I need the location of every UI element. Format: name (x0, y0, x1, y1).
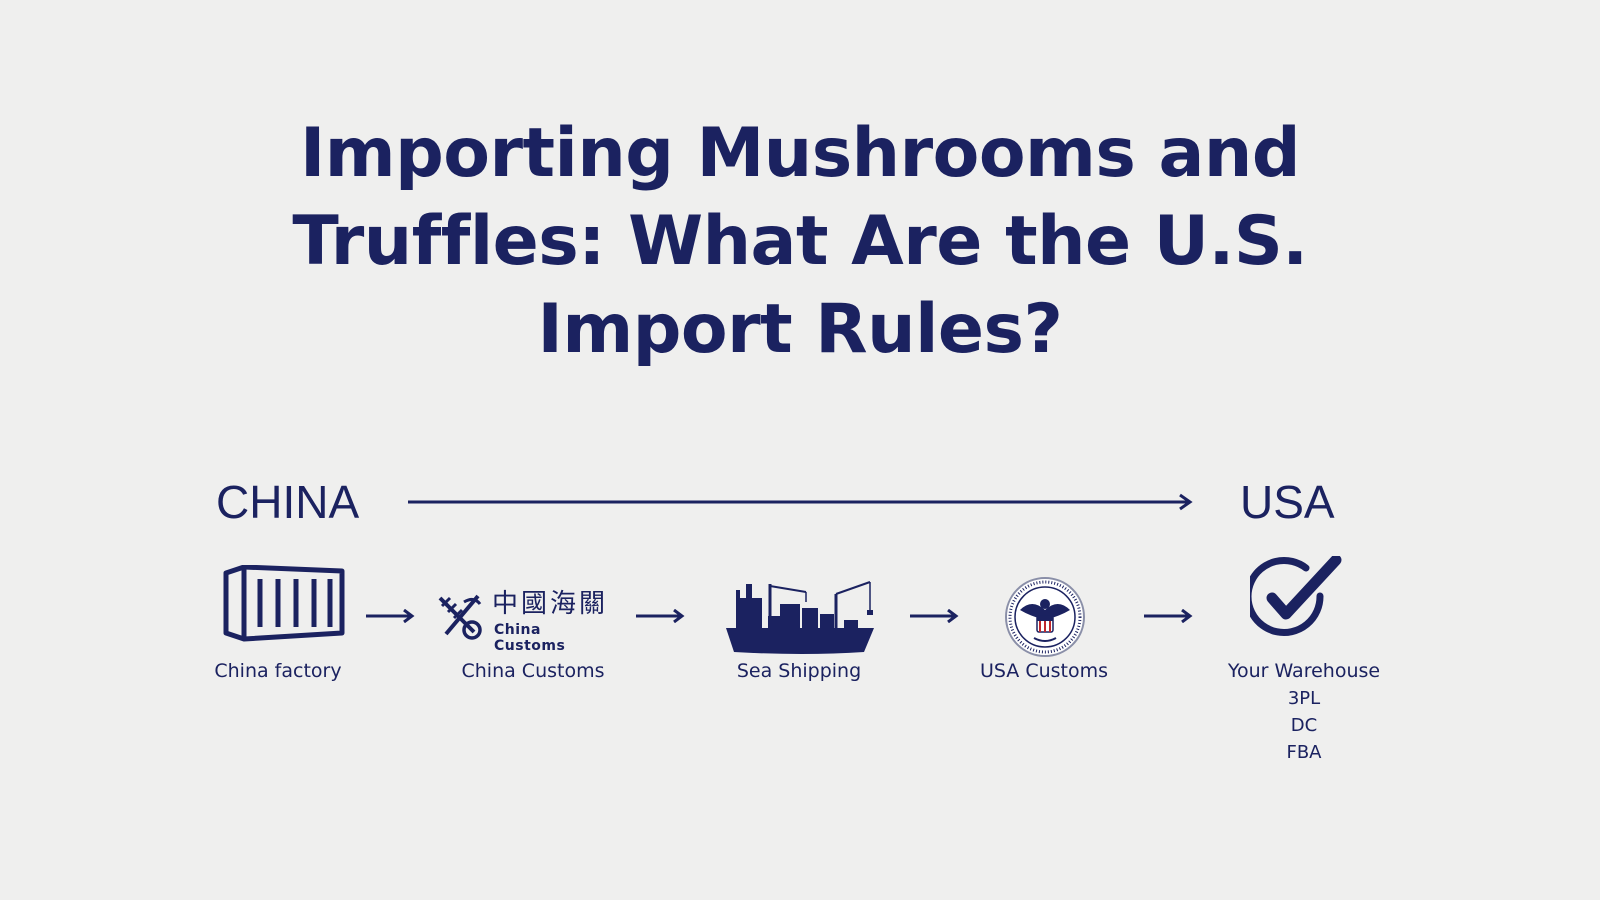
customs-logo-english: China Customs (494, 622, 566, 654)
customs-emblem-icon (438, 594, 482, 640)
step-label-your-warehouse: Your Warehouse (1227, 660, 1381, 682)
warehouse-option-dc: DC (1290, 715, 1318, 736)
step-label-china-customs: China Customs (461, 660, 605, 682)
step-label-sea-shipping: Sea Shipping (736, 660, 862, 682)
step-arrow-icon (366, 609, 415, 623)
step-label-china-factory: China factory (214, 660, 342, 682)
customs-logo-chinese: 中國海關 (492, 589, 609, 619)
china-customs-logo: 中國海關 China Customs (434, 589, 610, 654)
step-arrow-icon (636, 609, 685, 623)
checkmark-circle-icon (1250, 556, 1342, 636)
route-arrow-icon (408, 493, 1193, 511)
warehouse-option-3pl: 3PL (1287, 688, 1321, 709)
title-line-2: Truffles: What Are the U.S. (292, 202, 1308, 281)
title-line-1: Importing Mushrooms and (299, 114, 1301, 193)
step-label-usa-customs: USA Customs (979, 660, 1109, 682)
step-arrow-icon (910, 609, 959, 623)
step-arrow-icon (1144, 609, 1193, 623)
warehouse-option-fba: FBA (1286, 742, 1322, 763)
page-title: Importing Mushrooms and Truffles: What A… (0, 110, 1600, 374)
cbp-seal-icon (1005, 577, 1085, 657)
cargo-ship-icon (726, 581, 874, 654)
destination-label: USA (1240, 476, 1335, 528)
origin-label: CHINA (216, 476, 360, 528)
shipping-container-icon (223, 565, 345, 642)
title-line-3: Import Rules? (537, 290, 1063, 369)
